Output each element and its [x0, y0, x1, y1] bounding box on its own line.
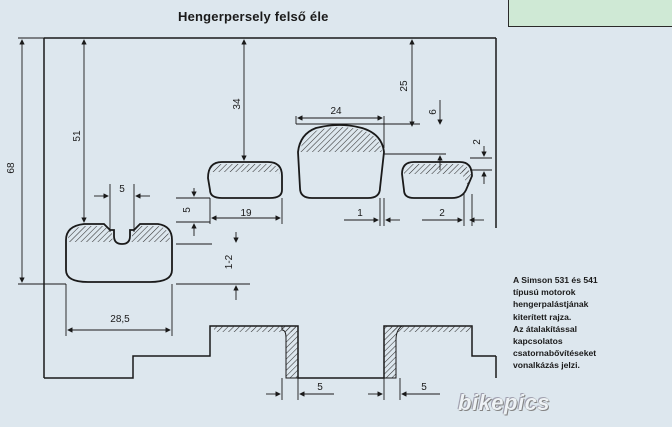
watermark-logo: bikepics: [458, 390, 551, 415]
caption-line: hengerpalástjának: [513, 299, 589, 310]
dim-5-bottom-right: 5: [421, 382, 427, 393]
dim-6: 6: [428, 109, 439, 115]
caption-line: típusú motorok: [513, 287, 576, 298]
green-corner-box: [508, 0, 672, 27]
dim-25: 25: [399, 80, 410, 92]
caption-line: kapcsolatos: [513, 336, 563, 347]
caption: A Simson 531 és 541 típusú motorok henge…: [513, 274, 623, 372]
hatch-skirt-mid: [383, 325, 404, 379]
dim-2-bottom: 2: [439, 208, 445, 219]
port-right-small: [401, 161, 473, 199]
cylinder-outline: [43, 37, 497, 379]
dim-1-2: 1-2: [224, 254, 235, 269]
dim-1-mid: 1: [357, 208, 363, 219]
hatch-skirt-left: [281, 325, 299, 379]
dim-34: 34: [232, 98, 243, 110]
dim-51: 51: [72, 130, 83, 142]
hatch-skirt-top-left: [214, 326, 298, 332]
port-center: [297, 124, 385, 199]
dim-19: 19: [240, 208, 252, 219]
port-left-small: [207, 161, 283, 199]
dim-5-side: 5: [182, 207, 193, 213]
dimension-labels: 68 51 34 25 24 6 2 5 5 19 1 2 1-2 28,5 5…: [6, 80, 483, 393]
caption-line: kiterített rajza.: [513, 311, 572, 322]
dimension-lines: [18, 37, 492, 400]
dim-68: 68: [6, 162, 17, 174]
dim-28-5: 28,5: [110, 314, 130, 325]
caption-line: Az átalakítással: [513, 323, 578, 334]
dim-2-right: 2: [472, 139, 483, 145]
caption-line: vonalkázás jelzi.: [513, 360, 580, 371]
caption-line: csatornabővítéseket: [513, 348, 597, 359]
dim-5-bottom-left: 5: [317, 382, 323, 393]
port-left-large: [65, 223, 173, 283]
dim-24: 24: [330, 106, 342, 117]
hatch-skirt-top-right: [390, 326, 472, 332]
dim-5-top: 5: [119, 184, 125, 195]
drawing-title: Hengerpersely felső éle: [178, 9, 329, 24]
caption-line: A Simson 531 és 541: [513, 275, 598, 285]
